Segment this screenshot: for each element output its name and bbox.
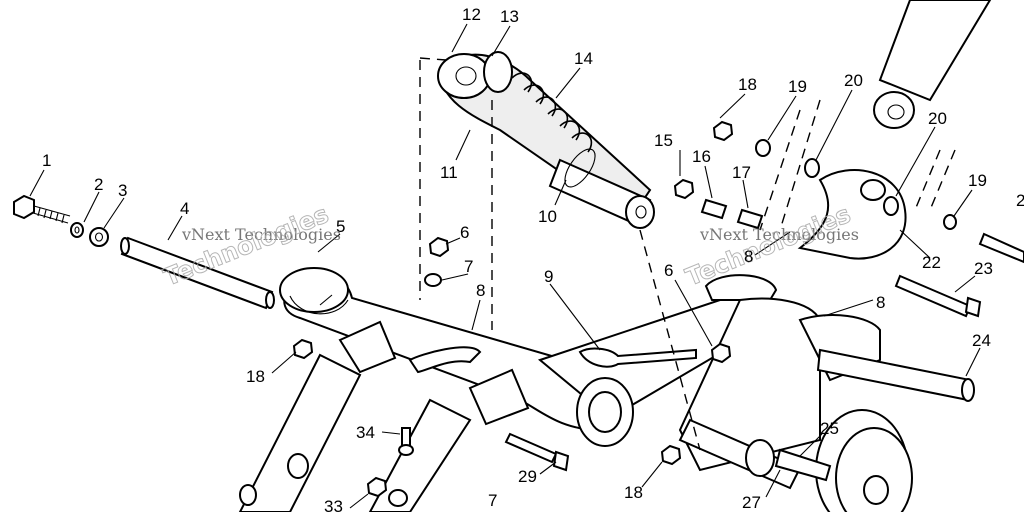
- callout-17: 17: [732, 163, 751, 182]
- lower-rails: [238, 353, 472, 512]
- callout-16: 16: [692, 147, 711, 166]
- hardware: [292, 120, 957, 507]
- rear-crossbar: [537, 274, 975, 490]
- alignment-lines: [419, 57, 956, 451]
- callout-1: 1: [42, 151, 51, 170]
- callout-8-right: 8: [876, 293, 885, 312]
- rod-part-4: [120, 236, 275, 310]
- callout-10: 10: [538, 207, 557, 226]
- swing-arm: [279, 267, 601, 432]
- callout-5: 5: [336, 217, 345, 236]
- callout-12: 12: [462, 5, 481, 24]
- washer-part-2: [70, 222, 84, 238]
- callout-11: 11: [440, 163, 458, 182]
- callout-23: 23: [974, 259, 993, 278]
- callout-3: 3: [118, 181, 127, 200]
- callout-9: 9: [544, 267, 553, 286]
- part-callouts: 1 2 3 4 5 6 7 8 9 10 11 12 13 14 15 16 1…: [42, 5, 1024, 512]
- leader-lines: [29, 23, 981, 509]
- callout-8-left: 8: [476, 281, 485, 300]
- callout-34: 34: [356, 423, 375, 442]
- callout-8-mid: 8: [744, 247, 753, 266]
- callout-6-left: 6: [460, 223, 469, 242]
- callout-14: 14: [574, 49, 593, 68]
- bolts: [504, 232, 1024, 472]
- callout-18-bottom: 18: [624, 483, 643, 502]
- callout-19-right: 19: [968, 171, 987, 190]
- callout-7-upper: 7: [464, 257, 473, 276]
- callout-6-right: 6: [664, 261, 673, 280]
- callout-20-right: 20: [928, 109, 947, 128]
- callout-24: 24: [972, 331, 991, 350]
- callout-22: 22: [922, 253, 941, 272]
- callout-4: 4: [180, 199, 189, 218]
- callout-2: 2: [94, 175, 103, 194]
- callout-27: 27: [742, 493, 761, 512]
- callout-2-right: 2: [1016, 191, 1024, 210]
- callout-15: 15: [654, 131, 673, 150]
- callout-19-top: 19: [788, 77, 807, 96]
- callout-18-top: 18: [738, 75, 757, 94]
- callout-18-left: 18: [246, 367, 265, 386]
- callout-20-top: 20: [844, 71, 863, 90]
- idler-wheel: [774, 409, 913, 512]
- callout-25: 25: [820, 419, 839, 438]
- callout-29: 29: [518, 467, 537, 486]
- bolt-part-1: [13, 194, 71, 224]
- watermark-text-right: vNext Technologies: [699, 225, 859, 244]
- washer-part-3: [89, 227, 109, 247]
- watermark-text-left: vNext Technologies: [181, 225, 341, 244]
- callout-13: 13: [500, 7, 519, 26]
- callout-7-lower: 7: [488, 491, 497, 510]
- callout-33: 33: [324, 497, 343, 512]
- shock-absorber: [437, 51, 655, 229]
- bracket-part-22: [797, 169, 907, 260]
- upper-shock: [873, 0, 992, 129]
